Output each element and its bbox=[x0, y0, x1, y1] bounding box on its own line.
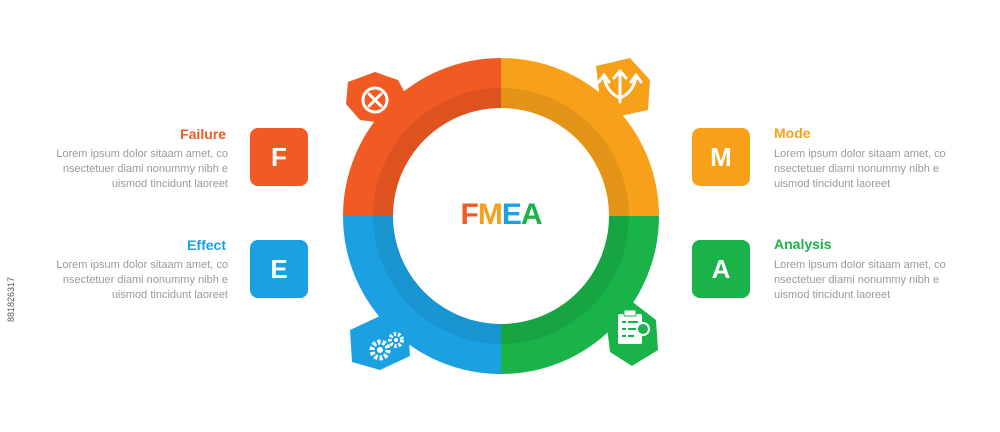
letter-box-f: F bbox=[250, 128, 308, 186]
letter-box-e: E bbox=[250, 240, 308, 298]
item-description: Lorem ipsum dolor sitaam amet, co nsecte… bbox=[53, 258, 228, 303]
close-circle-icon bbox=[361, 86, 389, 114]
item-description: Lorem ipsum dolor sitaam amet, co nsecte… bbox=[774, 147, 949, 192]
tab-top-right bbox=[596, 58, 650, 116]
item-title: Mode bbox=[774, 125, 811, 141]
center-letter-a: A bbox=[520, 198, 543, 231]
item-description: Lorem ipsum dolor sitaam amet, co nsecte… bbox=[53, 147, 228, 192]
item-title: Effect bbox=[187, 237, 226, 253]
item-description-line: Lorem ipsum dolor sitaam amet, co bbox=[56, 148, 228, 160]
item-description-line: nsectetuer diami nonummy nibh e bbox=[774, 274, 940, 286]
ring-quadrant-effect bbox=[343, 216, 501, 374]
item-title: Analysis bbox=[774, 236, 832, 252]
item-description-line: uismod tincidunt laoreet bbox=[111, 289, 228, 301]
ring-quadrant-failure bbox=[343, 58, 501, 216]
item-description-line: nsectetuer diami nonummy nibh e bbox=[62, 163, 228, 175]
item-description-line: uismod tincidunt laoreet bbox=[774, 178, 891, 190]
item-description-line: Lorem ipsum dolor sitaam amet, co bbox=[56, 259, 228, 271]
item-description-line: Lorem ipsum dolor sitaam amet, co bbox=[774, 259, 946, 271]
item-description: Lorem ipsum dolor sitaam amet, co nsecte… bbox=[774, 258, 949, 303]
center-letter-e: E bbox=[501, 198, 522, 231]
center-letter-f: F bbox=[460, 198, 478, 231]
clipboard-checklist-icon bbox=[618, 309, 650, 344]
ring-inner-shade bbox=[373, 88, 629, 344]
item-description-line: nsectetuer diami nonummy nibh e bbox=[774, 163, 940, 175]
item-description-line: nsectetuer diami nonummy nibh e bbox=[62, 274, 228, 286]
item-title: Failure bbox=[180, 126, 226, 142]
letter-box-m: M bbox=[692, 128, 750, 186]
center-letter-m: M bbox=[477, 198, 503, 231]
center-title-fmea: FMEA bbox=[430, 198, 572, 232]
item-description-line: uismod tincidunt laoreet bbox=[111, 178, 228, 190]
item-description-line: uismod tincidunt laoreet bbox=[774, 289, 891, 301]
arrows-split-icon bbox=[597, 69, 643, 104]
gears-icon bbox=[369, 332, 404, 361]
item-description-line: Lorem ipsum dolor sitaam amet, co bbox=[774, 148, 946, 160]
ring-quadrant-mode bbox=[501, 58, 659, 216]
ring-quadrant-analysis bbox=[501, 216, 659, 374]
letter-box-a: A bbox=[692, 240, 750, 298]
side-code: 881826317 bbox=[6, 276, 16, 322]
